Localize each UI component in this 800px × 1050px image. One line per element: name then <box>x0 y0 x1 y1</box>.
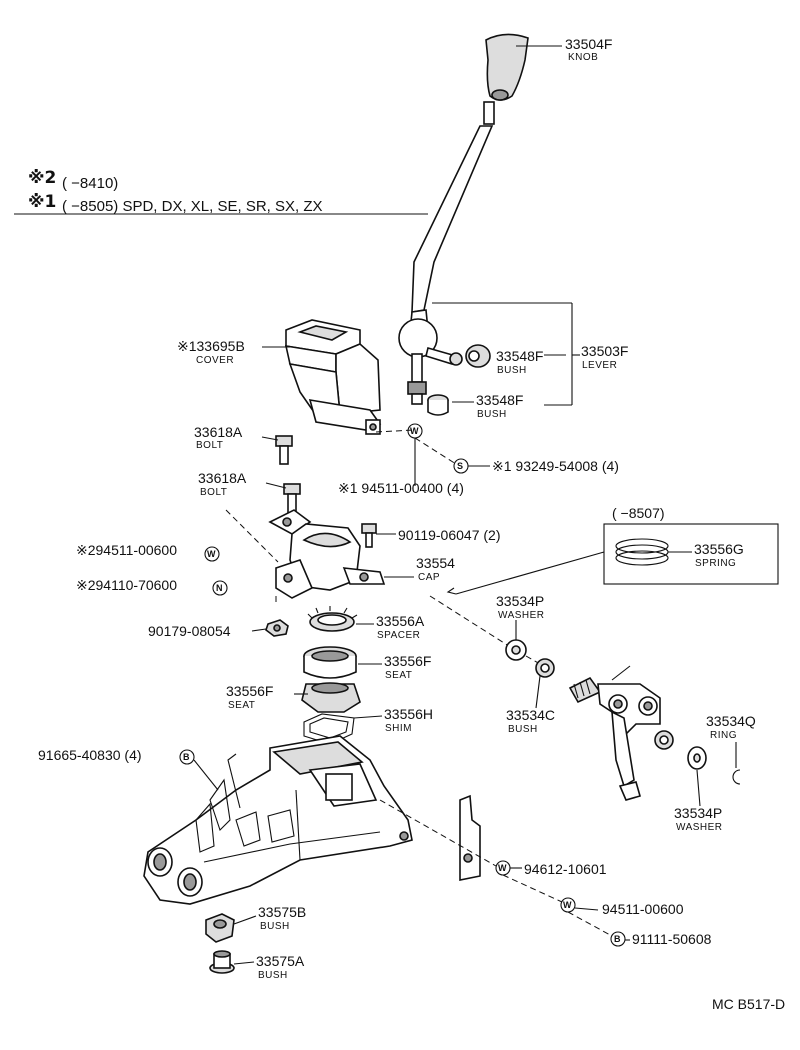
bolt-upper-number: 33618A <box>194 424 243 440</box>
spring-drawing <box>615 538 669 566</box>
spring-number: 33556G <box>694 541 744 557</box>
ring-drawing <box>732 769 741 785</box>
washer-9451100600-symbol: W <box>563 900 572 910</box>
shift-lever-drawing <box>398 101 495 405</box>
bush-a-name: BUSH <box>258 970 288 981</box>
note2-range: ( −8410) <box>62 175 118 192</box>
bush-b-number: 33575B <box>258 904 306 920</box>
knob-number: 33504F <box>565 36 612 52</box>
bush-right-drawing <box>654 730 674 750</box>
washer-p-lower-number: 33534P <box>674 805 722 821</box>
washer-p-upper-name: WASHER <box>498 610 545 621</box>
seat-left-number: 33556F <box>226 683 273 699</box>
nut-9017908054-number: 90179-08054 <box>148 623 231 639</box>
washer-p-upper-number: 33534P <box>496 593 544 609</box>
bolt-lower-number: 33618A <box>198 470 247 486</box>
bush-b-drawing <box>205 913 235 943</box>
cover-name: COVER <box>196 355 234 366</box>
washer-9461210601-symbol: W <box>498 863 507 873</box>
bolt-9166540830-symbol: B <box>183 752 190 762</box>
washer-p-upper-drawing <box>505 639 527 661</box>
bolt-lower-name: BOLT <box>200 487 227 498</box>
shim-name: SHIM <box>385 723 412 734</box>
shift-knob-drawing <box>485 33 529 101</box>
cover-drawing <box>284 319 382 435</box>
bolt-9011906047-drawing <box>361 523 377 548</box>
ring-name: RING <box>710 730 737 741</box>
diagram-code: MC B517-D <box>712 996 785 1012</box>
s-symbol: S <box>457 461 463 471</box>
shim-number: 33556H <box>384 706 433 722</box>
spring-inset-box <box>603 523 779 585</box>
bush-upper-drawing <box>465 344 491 368</box>
spacer-drawing <box>307 606 358 632</box>
cover-number: ※133695B <box>177 338 245 354</box>
lever-name: LEVER <box>582 360 617 371</box>
ring-number: 33534Q <box>706 713 756 729</box>
bush-c-drawing <box>535 658 555 678</box>
spring-name: SPRING <box>695 558 736 569</box>
washer-2-symbol: W <box>207 549 216 559</box>
bolt-9111150608-number: 91111-50608 <box>632 931 712 947</box>
w-part-upper-number: ※1 94511-00400 (4) <box>338 480 464 496</box>
seat-lower-drawing <box>301 682 361 713</box>
bolt-9111150608-symbol: B <box>614 934 621 944</box>
base-bracket-drawing <box>143 735 413 905</box>
note1-mark: ※1 <box>28 192 56 212</box>
bush-c-name: BUSH <box>508 724 538 735</box>
washer-2-number: ※294511-00600 <box>76 542 177 558</box>
bush-upper-number: 33548F <box>496 348 543 364</box>
cap-number: 33554 <box>416 555 455 571</box>
bolt-upper-name: BOLT <box>196 440 223 451</box>
bolt-upper-drawing <box>275 435 293 465</box>
spacer-name: SPACER <box>377 630 420 641</box>
seat-right-number: 33556F <box>384 653 431 669</box>
washer-9451100600-number: 94511-00600 <box>602 901 684 917</box>
bush-lower-name: BUSH <box>477 409 507 420</box>
svg-text:W: W <box>410 426 419 436</box>
spring-range: ( −8507) <box>612 505 665 521</box>
bush-a-number: 33575A <box>256 953 305 969</box>
seat-left-name: SEAT <box>228 700 255 711</box>
bolt-9011906047-number: 90119-06047 (2) <box>398 527 500 543</box>
washer-p-lower-name: WASHER <box>676 822 723 833</box>
nut-2-number: ※294110-70600 <box>76 577 177 593</box>
nut-2-symbol: N <box>216 583 223 593</box>
nut-9017908054-drawing <box>265 619 289 637</box>
bush-lower-number: 33548F <box>476 392 523 408</box>
shim-drawing <box>303 713 355 745</box>
bolt-9166540830-number: 91665-40830 (4) <box>38 747 142 763</box>
bush-lower-drawing <box>427 394 449 416</box>
washer-9461210601-number: 94612-10601 <box>524 861 607 877</box>
applicability-notes: ※2 ( −8410) ※1 ( −8505) SPD, DX, XL, SE,… <box>14 168 428 215</box>
spacer-number: 33556A <box>376 613 425 629</box>
s-part-number: ※1 93249-54008 (4) <box>492 458 619 474</box>
bush-c-number: 33534C <box>506 707 555 723</box>
seat-upper-drawing <box>303 646 357 679</box>
washer-p-lower-drawing <box>687 746 707 770</box>
seat-right-name: SEAT <box>385 670 412 681</box>
cap-drawing <box>268 509 386 599</box>
bush-b-name: BUSH <box>260 921 290 932</box>
note2-mark: ※2 <box>28 168 56 188</box>
bush-upper-name: BUSH <box>497 365 527 376</box>
knob-name: KNOB <box>568 52 598 63</box>
bush-a-drawing <box>209 950 235 974</box>
cap-name: CAP <box>418 572 440 583</box>
note1-range: ( −8505) SPD, DX, XL, SE, SR, SX, ZX <box>62 198 323 215</box>
select-linkage-drawing <box>568 665 661 801</box>
lever-number: 33503F <box>581 343 628 359</box>
mounting-plate-drawing <box>459 794 481 881</box>
